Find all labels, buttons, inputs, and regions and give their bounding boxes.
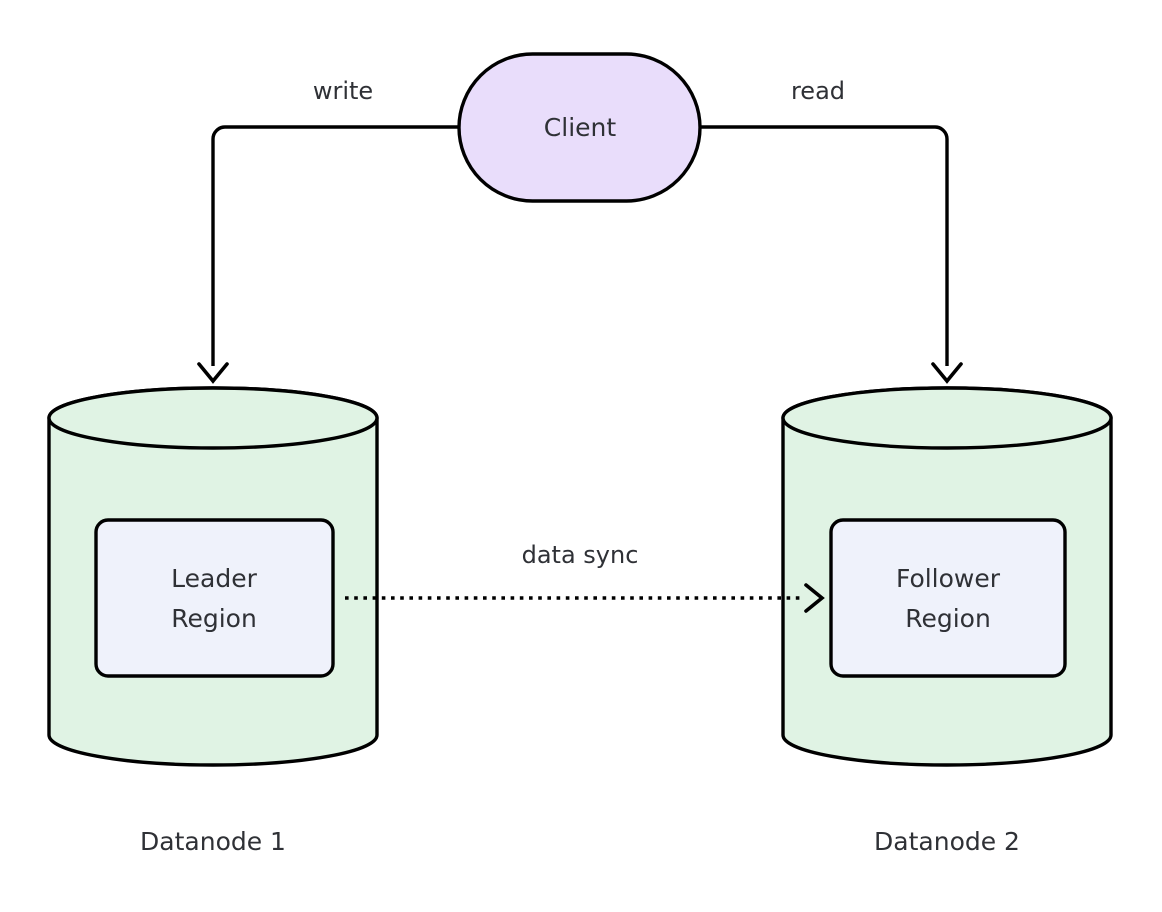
- edge-read-path: [700, 125, 949, 366]
- edge-read-label: read: [791, 77, 845, 105]
- edge-write-label: write: [313, 77, 373, 105]
- node-datanode2[interactable]: Follower Region Datanode 2: [781, 386, 1113, 856]
- edge-data-sync: data sync: [345, 541, 825, 613]
- node-follower-region-label-line1: Follower: [896, 564, 1001, 593]
- node-datanode2-caption: Datanode 2: [874, 827, 1020, 856]
- node-datanode1-cylinder-top: [47, 386, 379, 450]
- node-datanode1-caption: Datanode 1: [140, 827, 286, 856]
- node-leader-region-shape[interactable]: [94, 518, 335, 678]
- node-follower-region-shape[interactable]: [829, 518, 1067, 678]
- node-client-label: Client: [544, 113, 617, 142]
- edge-read-arrowhead-icon: [931, 362, 963, 384]
- edge-data-sync-arrowhead-icon: [804, 583, 825, 613]
- node-client[interactable]: Client: [457, 52, 702, 203]
- node-datanode1[interactable]: Leader Region Datanode 1: [47, 386, 379, 856]
- edge-write-arrowhead-icon: [197, 362, 229, 384]
- edge-write: write: [197, 77, 458, 384]
- edge-read: read: [700, 77, 963, 384]
- node-leader-region-label-line1: Leader: [171, 564, 257, 593]
- node-datanode2-cylinder-top: [781, 386, 1113, 450]
- edge-data-sync-label: data sync: [522, 541, 639, 569]
- node-client-shape[interactable]: [457, 52, 702, 203]
- node-follower-region-label-line2: Region: [905, 604, 991, 633]
- node-leader-region-label-line2: Region: [171, 604, 257, 633]
- edge-write-path: [211, 125, 458, 366]
